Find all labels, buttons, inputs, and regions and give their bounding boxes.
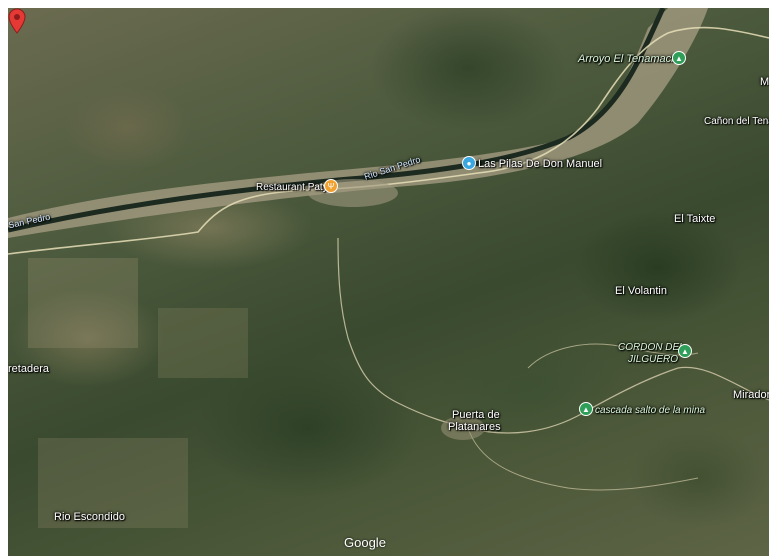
field-patch xyxy=(28,258,138,348)
secondary-road-east xyxy=(467,366,769,434)
satellite-map[interactable]: Arroyo El Tenamache ▲ M Cañon del Tena ●… xyxy=(8,8,769,556)
place-label-cordon-del-jilguero-1[interactable]: CORDON DEL xyxy=(618,342,685,353)
place-label-canon-del-tena: Cañon del Tena xyxy=(704,116,769,127)
place-label-m: M xyxy=(760,76,769,88)
place-label-retadera: retadera xyxy=(8,363,49,375)
tree-icon[interactable]: ▲ xyxy=(678,344,692,358)
place-label-arroyo-el-tenamache[interactable]: Arroyo El Tenamache xyxy=(578,53,684,65)
place-label-cordon-del-jilguero-2[interactable]: JILGUERO xyxy=(628,354,679,365)
place-label-las-pilas[interactable]: Las Pilas De Don Manuel xyxy=(478,158,603,170)
tree-icon[interactable]: ▲ xyxy=(672,51,686,65)
secondary-road xyxy=(337,237,469,429)
google-logo: Google xyxy=(344,535,386,550)
water-drop-icon[interactable]: ● xyxy=(462,156,476,170)
tree-icon[interactable]: ▲ xyxy=(579,402,593,416)
place-label-el-volantin: El Volantin xyxy=(615,285,667,297)
field-patch xyxy=(158,308,248,378)
track-road xyxy=(527,343,699,369)
place-label-el-taixte: El Taixte xyxy=(674,213,716,225)
village-area xyxy=(441,416,485,440)
field-patch xyxy=(38,438,188,528)
place-label-puerta-2: Platanares xyxy=(448,421,501,433)
main-road xyxy=(8,26,769,255)
location-pin-icon[interactable] xyxy=(8,8,26,34)
river-san-pedro xyxy=(8,8,666,233)
place-label-puerta-1: Puerta de xyxy=(452,409,500,421)
place-label-rio-escondido: Rio Escondido xyxy=(54,511,125,523)
place-label-cascada[interactable]: cascada salto de la mina xyxy=(595,405,706,416)
place-label-mirador: Mirador xyxy=(733,389,769,401)
restaurant-icon[interactable]: Ψ xyxy=(324,179,338,193)
place-label-restaurant-paty[interactable]: Restaurant Paty xyxy=(256,182,328,193)
map-overlay xyxy=(8,8,769,528)
track-road-south xyxy=(467,427,699,491)
